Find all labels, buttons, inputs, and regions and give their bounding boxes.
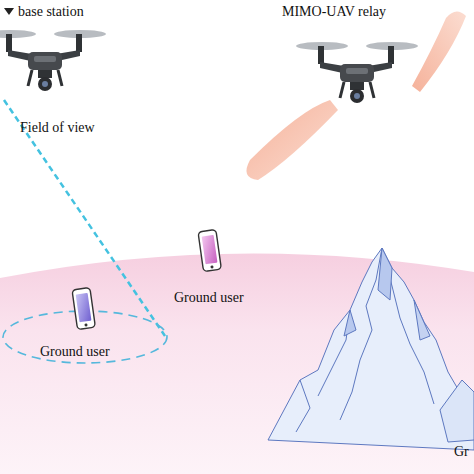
text-label: MIMO-UAV relay bbox=[282, 4, 386, 20]
beam bbox=[412, 11, 466, 92]
uav-drone bbox=[0, 30, 106, 91]
text-label: Ground user bbox=[174, 290, 244, 306]
field-of-view-line bbox=[4, 100, 165, 336]
text-label: base station bbox=[18, 4, 84, 20]
text-label: Field of view bbox=[20, 120, 95, 136]
marker-triangle bbox=[4, 8, 14, 15]
mountains bbox=[268, 248, 474, 450]
uav-drone bbox=[296, 42, 418, 103]
phone-icon bbox=[72, 287, 95, 329]
phone-icon bbox=[198, 229, 221, 271]
text-label: Ground user bbox=[40, 344, 110, 360]
text-label: Gr bbox=[454, 444, 469, 460]
beam bbox=[246, 100, 338, 180]
